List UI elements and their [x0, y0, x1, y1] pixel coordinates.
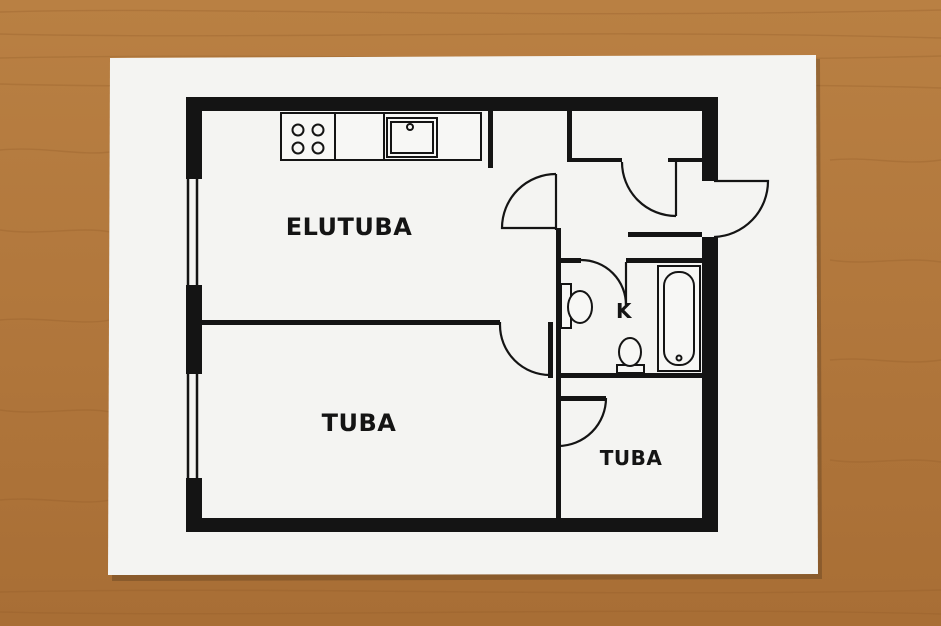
paper-sheet: [108, 55, 818, 575]
room-label-small-room: TUBA: [599, 446, 663, 470]
door-swings: [498, 161, 770, 448]
bathtub-icon: [657, 265, 701, 372]
toilet-icon: [616, 337, 645, 374]
window-room-large: [184, 370, 204, 482]
room-label-living-room: ELUTUBA: [285, 213, 413, 241]
room-label-large-room: TUBA: [321, 409, 397, 437]
stove-icon: [291, 123, 325, 155]
window-living-room: [184, 175, 204, 289]
interior-walls: [200, 110, 713, 518]
room-label-bathroom: K: [616, 299, 632, 323]
sink-bathroom-icon: [560, 283, 593, 329]
sink-icon: [386, 117, 438, 158]
